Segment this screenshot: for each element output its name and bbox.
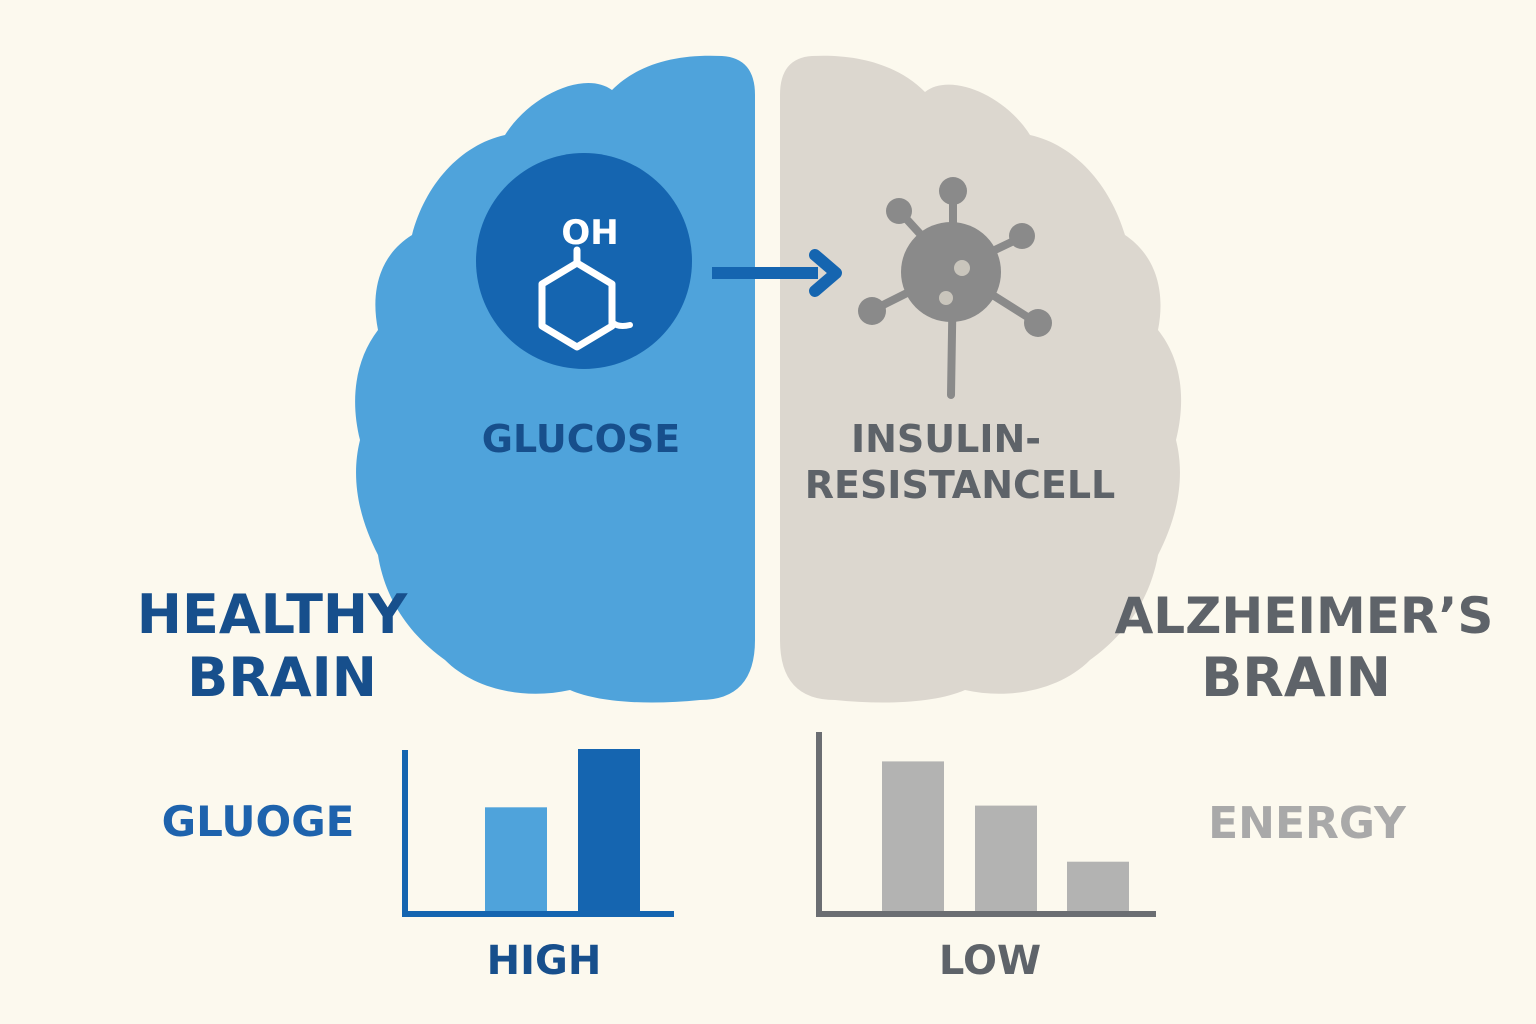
cell-spot-2 bbox=[939, 291, 953, 305]
alzheimers-title-line1: ALZHEIMER’S bbox=[1115, 587, 1494, 645]
alzheimers-chart-bottom-label: LOW bbox=[939, 938, 1041, 984]
alzheimers-chart-bar-1 bbox=[882, 761, 944, 911]
alzheimers-chart-bar-2 bbox=[975, 805, 1037, 911]
cell-spot-1 bbox=[954, 260, 970, 276]
alzheimers-hemisphere bbox=[780, 55, 1182, 703]
right-arrow-icon bbox=[712, 249, 842, 297]
alzheimers-bar-chart bbox=[816, 732, 1156, 917]
healthy-chart-bar-1 bbox=[485, 807, 547, 911]
cell-body bbox=[901, 222, 1001, 322]
alzheimers-hemisphere-shape bbox=[780, 55, 1182, 703]
molecule-oh-label: OH bbox=[561, 213, 618, 253]
healthy-hemisphere bbox=[355, 55, 755, 703]
healthy-title-line1: HEALTHY bbox=[137, 583, 408, 646]
glucose-icon-circle bbox=[476, 153, 692, 369]
healthy-hemisphere-shape bbox=[355, 55, 755, 703]
healthy-chart-side-label: GLUOGE bbox=[162, 797, 355, 846]
cell-spike-tips bbox=[858, 177, 1052, 337]
alzheimers-title-line2: BRAIN bbox=[1201, 646, 1391, 709]
alzheimers-chart-bars bbox=[882, 761, 1129, 911]
healthy-bar-chart bbox=[402, 749, 674, 917]
insulin-caption-line1: INSULIN- bbox=[851, 417, 1041, 461]
glucose-hexagon bbox=[538, 259, 616, 351]
healthy-title-line2: BRAIN bbox=[187, 646, 377, 709]
alzheimers-chart-side-label: ENERGY bbox=[1208, 798, 1407, 849]
healthy-chart-bottom-label: HIGH bbox=[487, 938, 602, 984]
healthy-chart-bar-2 bbox=[578, 749, 640, 911]
insulin-caption-line2: RESISTANCELL bbox=[805, 463, 1116, 507]
insulin-resistant-cell-icon bbox=[858, 177, 1052, 399]
arrow-head bbox=[809, 249, 842, 297]
glucose-tail-line bbox=[609, 319, 633, 329]
glucose-molecule-icon: OH bbox=[476, 153, 692, 369]
healthy-chart-bars bbox=[485, 749, 640, 911]
alzheimers-chart-bar-3 bbox=[1067, 861, 1129, 911]
glucose-caption: GLUCOSE bbox=[482, 417, 680, 461]
